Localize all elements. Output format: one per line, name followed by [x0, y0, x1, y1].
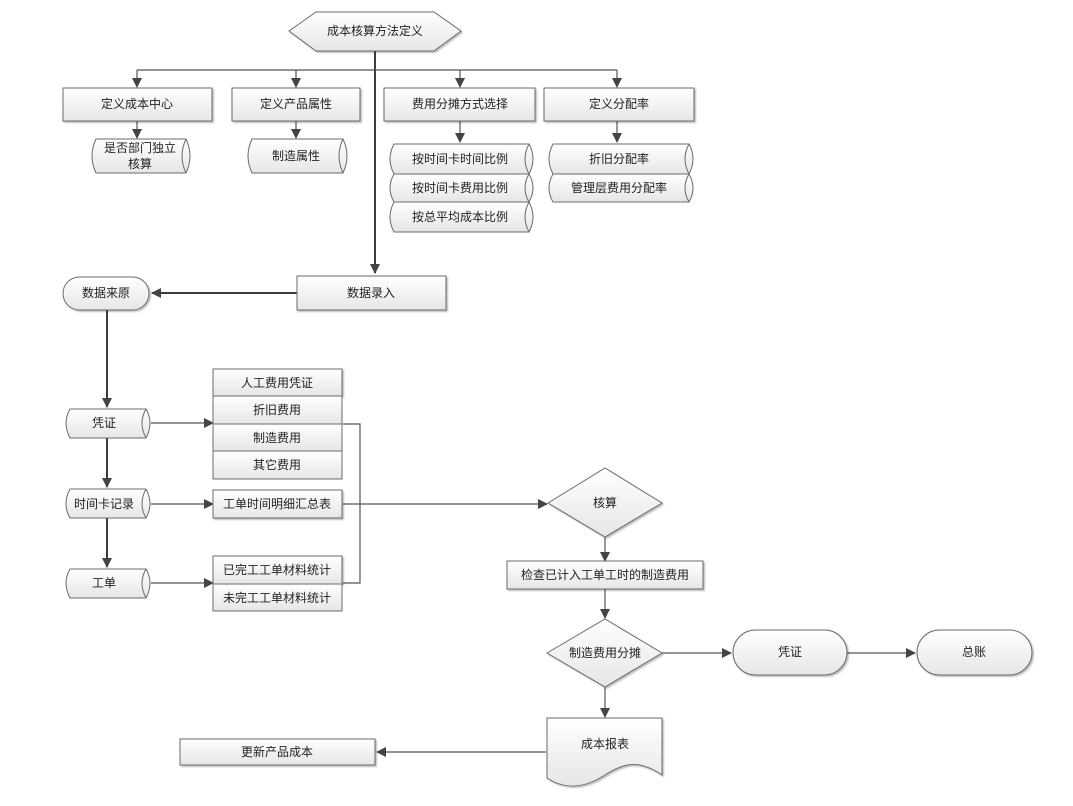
timecard-summary-node[interactable]: 工单时间明细汇总表: [212, 489, 343, 519]
list-item[interactable]: [212, 450, 343, 480]
stored-data-curve: [524, 201, 530, 233]
stored-data-curve: [524, 173, 530, 203]
step-label: 定义成本中心: [101, 96, 173, 111]
process-box: [212, 489, 343, 519]
cost-report-label: 成本报表: [581, 736, 629, 751]
stored-data-curve: [141, 568, 147, 599]
step-label: 定义产品属性: [260, 96, 332, 111]
terminator-shape: [62, 276, 150, 311]
voucher-out-node[interactable]: 凭证: [732, 629, 848, 676]
process-box: [506, 560, 704, 590]
option-manufacturing-attr[interactable]: 制造属性: [247, 138, 348, 174]
ledger-node[interactable]: 总账: [916, 629, 1033, 676]
step-label: 定义分配率: [589, 96, 649, 111]
stored-data-curve: [141, 408, 147, 439]
list-item-label: 人工费用凭证: [241, 375, 313, 390]
process-box: [543, 87, 695, 122]
stored-data-curve: [338, 138, 344, 174]
stored-data-curve: [141, 488, 147, 519]
source-label: 工单: [92, 576, 116, 590]
update-cost-node[interactable]: 更新产品成本: [179, 738, 376, 766]
option-label: 按总平均成本比例: [412, 210, 508, 224]
option-label: 按时间卡时间比例: [412, 152, 508, 166]
step-rate[interactable]: 定义分配率: [543, 87, 695, 122]
process-box: [296, 275, 447, 311]
check-step-label: 检查已计入工单工时的制造费用: [521, 567, 689, 582]
option-management-rate[interactable]: 管理层费用分配率: [548, 173, 694, 203]
accounting-decision[interactable]: 核算: [547, 467, 663, 538]
data-entry-node[interactable]: 数据录入: [296, 275, 447, 311]
option-timecard-cost[interactable]: 按时间卡费用比例: [389, 173, 534, 203]
list-item[interactable]: [212, 395, 343, 425]
step-allocation-method[interactable]: 费用分摊方式选择: [383, 87, 536, 122]
stored-data-curve: [524, 143, 530, 175]
allocation-label: 制造费用分摊: [569, 646, 641, 660]
title-node[interactable]: 成本核算方法定义: [288, 11, 462, 52]
source-label: 凭证: [92, 415, 116, 430]
list-item-label: 制造费用: [253, 431, 301, 445]
voucher-items-list: 人工费用凭证 折旧费用 制造费用 其它费用: [212, 368, 343, 480]
option-label: 制造属性: [272, 149, 320, 163]
option-label: 管理层费用分配率: [571, 180, 667, 195]
check-step-node[interactable]: 检查已计入工单工时的制造费用: [506, 560, 704, 590]
process-box: [231, 87, 361, 122]
workorder-items-list: 已完工工单材料统计 未完工工单材料统计: [212, 555, 343, 612]
option-timecard-time[interactable]: 按时间卡时间比例: [389, 143, 534, 175]
option-label: 核算: [128, 156, 152, 171]
list-item-label: 已完工工单材料统计: [223, 562, 331, 577]
list-item-label: 其它费用: [253, 457, 301, 472]
data-entry-label: 数据录入: [347, 285, 395, 300]
allocation-decision[interactable]: 制造费用分摊: [546, 618, 663, 688]
title-hexagon: [288, 11, 462, 52]
data-source-node[interactable]: 数据来原: [62, 276, 150, 311]
option-label: 折旧分配率: [589, 151, 649, 166]
ledger-label: 总账: [962, 645, 986, 659]
step-label: 费用分摊方式选择: [412, 96, 508, 111]
document-shape: [546, 717, 663, 787]
terminator-shape: [916, 629, 1033, 676]
list-item[interactable]: [212, 555, 343, 585]
title-label: 成本核算方法定义: [327, 23, 423, 38]
option-average-cost[interactable]: 按总平均成本比例: [389, 201, 534, 233]
source-voucher[interactable]: 凭证: [65, 408, 151, 439]
timecard-summary-label: 工单时间明细汇总表: [223, 497, 331, 511]
step-product-attr[interactable]: 定义产品属性: [231, 87, 361, 122]
list-item-label: 未完工工单材料统计: [223, 590, 331, 605]
cost-report-node[interactable]: 成本报表: [546, 717, 663, 787]
connectors: [102, 47, 916, 757]
voucher-out-label: 凭证: [778, 644, 802, 659]
option-independent-accounting[interactable]: 是否部门独立 核算: [91, 138, 191, 174]
list-item[interactable]: [212, 583, 343, 612]
step-cost-center[interactable]: 定义成本中心: [62, 87, 213, 122]
process-box: [179, 738, 376, 766]
data-source-label: 数据来原: [82, 285, 130, 300]
process-box: [62, 87, 213, 122]
accounting-label: 核算: [593, 495, 617, 510]
decision-diamond: [547, 467, 663, 538]
option-label: 是否部门独立: [104, 140, 176, 155]
terminator-shape: [732, 629, 848, 676]
stored-data-curve: [181, 138, 187, 174]
source-timecard[interactable]: 时间卡记录: [65, 488, 151, 519]
stored-data-curve: [684, 143, 690, 175]
list-item-label: 折旧费用: [253, 402, 301, 417]
option-depreciation-rate[interactable]: 折旧分配率: [548, 143, 694, 175]
decision-diamond: [546, 618, 663, 688]
option-label: 按时间卡费用比例: [412, 181, 508, 195]
list-item[interactable]: [212, 368, 343, 397]
stored-data-curve: [684, 173, 690, 203]
update-cost-label: 更新产品成本: [241, 744, 313, 759]
source-label: 时间卡记录: [74, 497, 134, 511]
source-workorder[interactable]: 工单: [65, 568, 151, 599]
process-box: [383, 87, 536, 122]
